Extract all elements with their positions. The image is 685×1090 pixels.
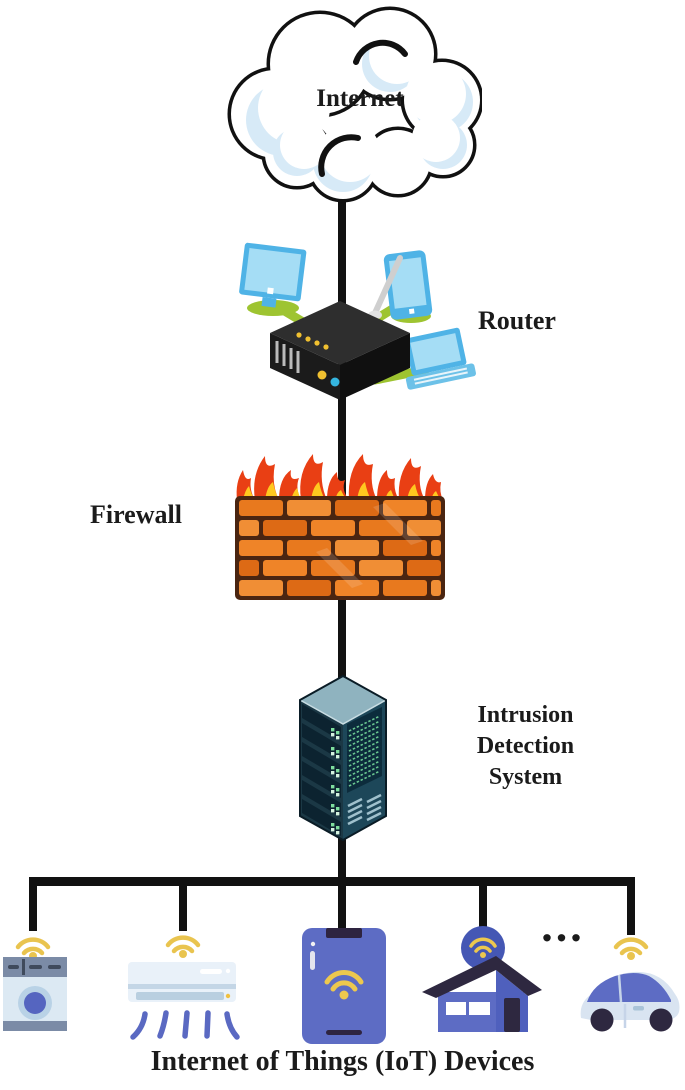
router-body xyxy=(270,301,410,400)
bricks xyxy=(239,500,441,596)
wifi-signal-icon xyxy=(324,970,364,992)
car-windows xyxy=(587,973,671,1002)
wireless-router-icon xyxy=(239,242,476,400)
drop-line-phone xyxy=(338,877,346,935)
router-antenna xyxy=(372,255,403,316)
server-slots xyxy=(302,704,341,836)
router-label: Router xyxy=(478,306,556,335)
server-leds xyxy=(331,728,340,835)
brick-wall-flames-icon xyxy=(235,454,445,600)
smart-car-icon xyxy=(580,971,680,1032)
roof xyxy=(422,956,542,998)
iot-title: Internet of Things (IoT) Devices xyxy=(150,1046,535,1077)
firewall-label: Firewall xyxy=(90,500,182,529)
ids-label: Intrusion Detection System xyxy=(476,702,575,790)
drop-line-washer xyxy=(29,877,37,931)
wheel xyxy=(590,1008,614,1032)
internet-label: Internet xyxy=(316,85,404,112)
server-rack-icon xyxy=(299,674,387,842)
drop-line-ac xyxy=(179,877,187,931)
server-vents xyxy=(347,793,382,826)
washing-machine-icon xyxy=(3,957,67,1031)
door xyxy=(504,998,520,1032)
monitor-icon xyxy=(239,242,307,308)
monitor-base-pad xyxy=(247,300,299,316)
ellipsis-dots: ... xyxy=(541,900,585,951)
router-led-yellow xyxy=(317,370,327,380)
cloud-icon xyxy=(227,6,482,203)
wifi-signal-icon xyxy=(469,937,497,953)
smartphone-icon xyxy=(302,928,386,1044)
drop-line-home xyxy=(479,877,487,929)
wheel xyxy=(649,1008,673,1032)
laptop-icon xyxy=(404,327,476,390)
bus-line xyxy=(29,877,635,886)
router-led-cyan xyxy=(330,377,340,387)
smart-home-icon xyxy=(422,926,542,1032)
air-conditioner-icon xyxy=(128,962,240,1040)
wifi-signal-icon xyxy=(165,935,201,958)
wifi-signal-icon xyxy=(613,937,649,960)
airflow-lines xyxy=(130,1010,240,1040)
drop-line-car xyxy=(627,877,635,935)
door-handle xyxy=(633,1006,644,1011)
